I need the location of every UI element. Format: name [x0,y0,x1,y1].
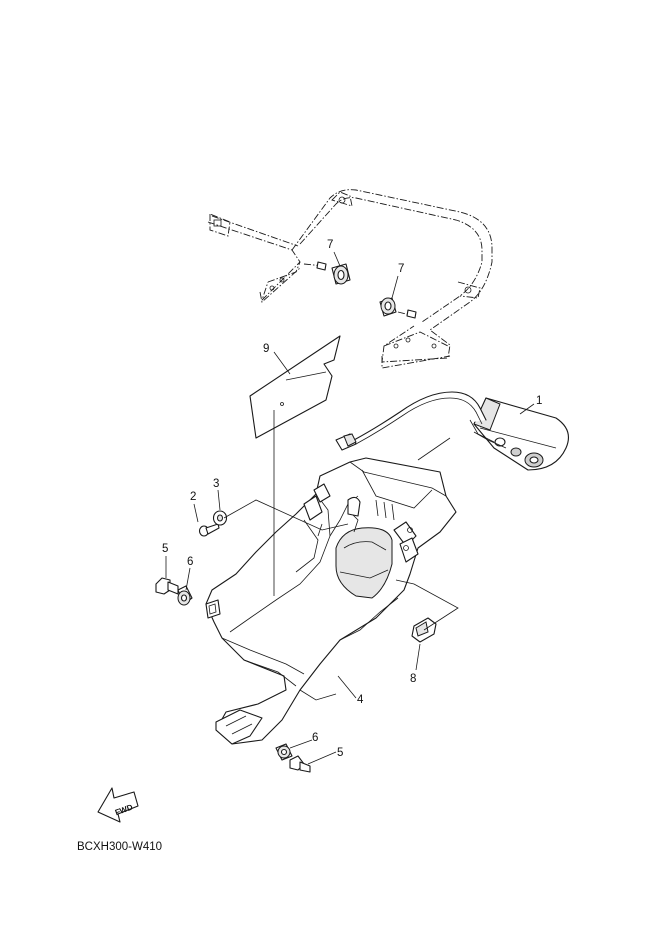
callout-7-right: 7 [398,263,404,275]
bolt-part-5-upper [155,577,179,595]
callout-5-upper: 5 [162,543,168,555]
rear-frame-phantom [207,189,493,369]
rear-fender-part-4 [205,457,457,745]
callout-1: 1 [536,395,542,407]
callout-4: 4 [357,694,364,706]
assembly-guide-lines [223,410,459,631]
callout-2: 2 [190,491,196,503]
frame-bolt-left [303,261,327,271]
callout-6-lower: 6 [312,732,318,744]
callout-3: 3 [213,478,219,490]
tail-light-part-1 [335,391,569,471]
screw-part-2 [198,523,220,537]
callout-6-upper: 6 [187,556,193,568]
collar-part-6-lower [275,743,293,761]
callout-8: 8 [410,673,416,685]
damper-part-7-right [379,297,397,317]
diagram-code: BCXH300-W410 [77,841,162,853]
forward-arrow-icon: FWD [97,787,139,823]
bolt-part-5-lower [289,755,311,773]
label-part-9 [249,335,341,439]
callout-9: 9 [263,343,269,355]
washer-part-3 [212,510,228,526]
collar-part-6-upper [177,585,193,606]
frame-bolt-right [397,309,417,319]
callout-5-lower: 5 [337,747,343,759]
damper-part-7-left [331,263,351,285]
callout-leaders [165,251,535,765]
callout-labels: 7 7 1 9 2 3 5 6 4 8 6 5 [162,239,542,759]
callout-7-left: 7 [327,239,333,251]
